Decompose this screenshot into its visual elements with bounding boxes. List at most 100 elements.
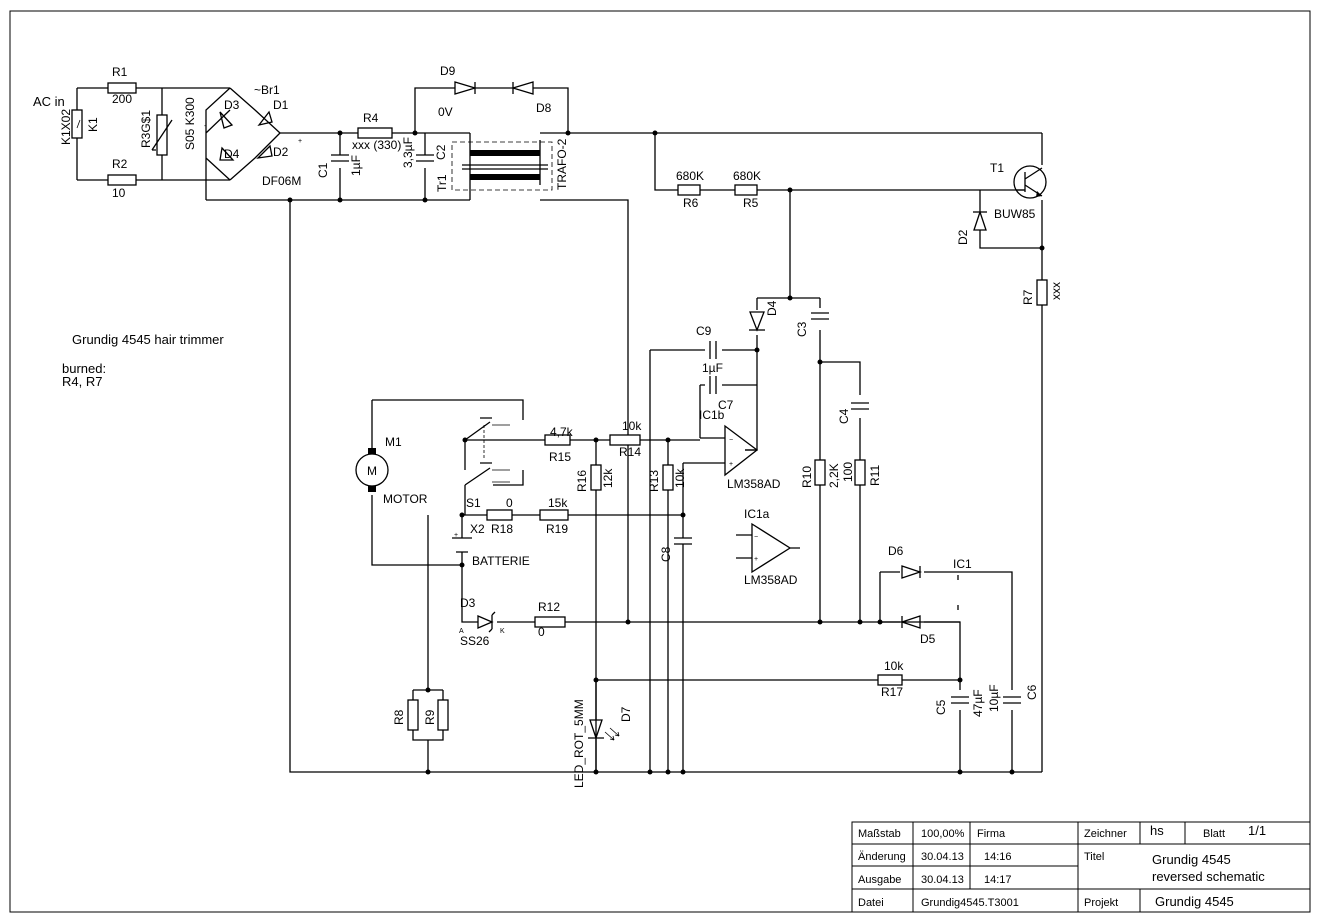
diodes <box>219 81 987 745</box>
r19-ref: R19 <box>546 522 568 536</box>
d3a-ref: D3 <box>224 98 240 112</box>
r4-ref: R4 <box>363 111 379 125</box>
r12-ref: R12 <box>538 600 560 614</box>
r1-body <box>107 82 137 94</box>
c7-ref: C7 <box>718 398 734 412</box>
r3-varistor-mark <box>151 119 173 151</box>
d4-body <box>749 311 765 332</box>
c7-plates <box>709 376 717 394</box>
tr1-ref: Tr1 <box>435 174 449 192</box>
k1-ref: K1 <box>86 117 100 132</box>
svg-text:+: + <box>454 532 458 539</box>
d5-ref: D5 <box>920 632 936 646</box>
r4-value: xxx (330) <box>352 138 401 152</box>
d3-ref: D3 <box>460 596 476 610</box>
c6-plates <box>1003 696 1021 704</box>
r17-ref: R17 <box>881 685 903 699</box>
d2-ref: D2 <box>956 229 970 245</box>
r1-value: 200 <box>112 92 132 106</box>
d8-body <box>510 81 534 95</box>
r13-ref: R13 <box>647 470 661 492</box>
tb-aenderung-time: 14:16 <box>984 851 1012 863</box>
tb-aenderung-label: Änderung <box>858 851 906 863</box>
tb-blatt-label: Blatt <box>1203 828 1225 840</box>
br1-value: DF06M <box>262 174 301 188</box>
r5-ref: R5 <box>743 196 759 210</box>
wires <box>76 87 1043 773</box>
tb-zeichner-value: hs <box>1150 823 1164 838</box>
r18-ref: R18 <box>491 522 513 536</box>
t1-value: BUW85 <box>994 207 1036 221</box>
r3-value: S05 K300 <box>183 97 197 150</box>
d3-value: SS26 <box>460 634 490 648</box>
r16-body <box>590 464 602 491</box>
tb-titel-line2: reversed schematic <box>1152 869 1265 884</box>
svg-text:+: + <box>729 461 733 468</box>
d4-ref: D4 <box>765 300 779 316</box>
r12-value: 0 <box>538 625 545 639</box>
r13-body <box>662 464 674 491</box>
ic1b-ref: IC1b <box>699 408 725 422</box>
svg-text:−: − <box>754 534 758 541</box>
battery-plates <box>452 537 472 553</box>
d6-ref: D6 <box>888 544 904 558</box>
transistor-t1 <box>1013 165 1047 199</box>
d3-pin-a: A <box>459 628 464 635</box>
br1-d2 <box>256 144 273 159</box>
k1-value: K1X02 <box>59 109 73 145</box>
k1-mark <box>76 119 81 129</box>
r14-body <box>609 434 641 446</box>
transformer-tr1 <box>451 140 553 191</box>
note-burned: burned: <box>62 361 106 376</box>
motor-m1 <box>355 448 389 492</box>
c3-plates <box>811 312 829 320</box>
x2-value: BATTERIE <box>472 554 530 568</box>
c8-ref: C8 <box>659 546 673 562</box>
c8-plates <box>674 530 692 555</box>
c5-value: 47µF <box>971 689 985 717</box>
r10-ref: R10 <box>800 466 814 488</box>
r19-value: 15k <box>548 496 568 510</box>
x2-ref: X2 <box>470 522 485 536</box>
svg-text:−: − <box>729 437 733 444</box>
tr1-value: TRAFO-2 <box>555 138 569 190</box>
ic1a-triangle <box>751 522 792 574</box>
r11-body <box>854 459 866 486</box>
r5-body <box>734 184 758 196</box>
r6-ref: R6 <box>683 196 699 210</box>
d9-value: 0V <box>438 105 453 119</box>
svg-text:+: + <box>298 138 302 145</box>
c4-plates <box>851 402 869 410</box>
c2-ref: C2 <box>434 144 448 160</box>
ic1b-value: LM358AD <box>727 477 781 491</box>
tb-datei-label: Datei <box>858 897 884 909</box>
r16-value: 12k <box>601 468 615 488</box>
tb-projekt-value: Grundig 4545 <box>1155 894 1234 909</box>
r15-body <box>544 434 571 446</box>
m1-value: MOTOR <box>383 492 428 506</box>
r2-value: 10 <box>112 186 126 200</box>
d6-body <box>901 565 923 579</box>
tb-zeichner-label: Zeichner <box>1084 828 1127 840</box>
ic1a-value: LM358AD <box>744 573 798 587</box>
br1-d1 <box>257 110 273 127</box>
r17-body <box>877 674 903 686</box>
r7-ref: R7 <box>1021 289 1035 305</box>
ic1b-triangle <box>724 424 759 477</box>
d7-ref: D7 <box>619 706 633 722</box>
c9-ref: C9 <box>696 324 712 338</box>
c2-value: 3,3µF <box>401 137 415 168</box>
note-burned-parts: R4, R7 <box>62 374 102 389</box>
capacitors <box>331 154 1021 704</box>
r14-ref: R14 <box>619 445 641 459</box>
r15-ref: R15 <box>549 450 571 464</box>
r16-ref: R16 <box>575 470 589 492</box>
s1-ref: S1 <box>466 496 481 510</box>
d9-ref: D9 <box>440 64 456 78</box>
r8-body <box>407 699 419 731</box>
r6-body <box>677 184 701 196</box>
tb-projekt-label: Projekt <box>1084 897 1118 909</box>
c1-ref: C1 <box>316 162 330 178</box>
r6-value: 680K <box>676 169 704 183</box>
br1-d3 <box>219 111 234 129</box>
